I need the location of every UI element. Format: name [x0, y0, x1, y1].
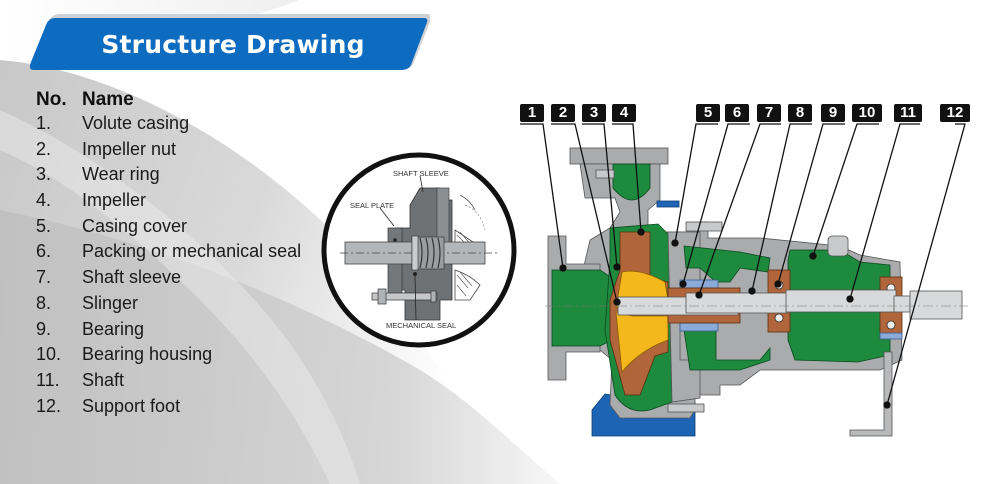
- legend-item-no: 7.: [36, 267, 52, 288]
- callout-tag-12: 12: [940, 104, 970, 122]
- legend-item: 3. Wear ring: [36, 162, 301, 188]
- legend-item-name: Bearing: [82, 318, 145, 339]
- legend-item: 12. Support foot: [36, 394, 301, 420]
- parts-legend: No. Name 1.Volute casing 2.Impeller nut …: [36, 89, 301, 419]
- legend-item-no: 2.: [36, 138, 52, 159]
- legend-item: 1. Volute casing: [36, 111, 301, 137]
- banner-shape: [30, 14, 430, 70]
- callout-tag-1: 1: [520, 104, 544, 122]
- legend-item-no: 10.: [36, 344, 62, 365]
- legend-item-no: 1.: [36, 113, 52, 133]
- legend-item: 11. Shaft: [36, 368, 301, 394]
- callout-tag-9: 9: [821, 104, 845, 122]
- legend-col-name: Name: [82, 89, 134, 110]
- page-title: Structure Drawing: [101, 29, 365, 59]
- legend-item: 2. Impeller nut: [36, 137, 301, 163]
- legend-item: 5. Casing cover: [36, 214, 301, 240]
- callout-tag-10: 10: [852, 104, 882, 122]
- legend-item-name: Packing or mechanical seal: [82, 241, 302, 262]
- callout-tag-3: 3: [582, 104, 606, 122]
- inset-label-shaft-sleeve: SHAFT SLEEVE: [393, 169, 449, 178]
- legend-item-name: Volute casing: [82, 113, 190, 133]
- callout-tag-4: 4: [612, 104, 636, 122]
- legend-item-no: 4.: [36, 190, 52, 211]
- legend-item-name: Wear ring: [82, 164, 160, 185]
- legend-item-name: Support foot: [82, 395, 181, 416]
- legend-item-name: Casing cover: [82, 215, 188, 236]
- legend-item-no: 9.: [36, 318, 52, 339]
- callout-tag-7: 7: [757, 104, 781, 122]
- callout-tag-6: 6: [725, 104, 749, 122]
- legend-item-no: 6.: [36, 241, 52, 262]
- legend-item-no: 11.: [36, 369, 60, 390]
- legend-item: 6. Packing or mechanical seal: [36, 239, 301, 265]
- legend-item-no: 3.: [36, 164, 52, 185]
- legend-item-name: Impeller nut: [82, 138, 177, 159]
- legend-item-name: Shaft sleeve: [82, 267, 182, 288]
- inset-label-mechanical-seal: MECHANICAL SEAL: [386, 321, 456, 330]
- legend-item-no: 5.: [36, 215, 52, 236]
- legend-item-name: Impeller: [82, 190, 147, 211]
- pump-body: [545, 147, 968, 437]
- callout-tag-2: 2: [551, 104, 575, 122]
- legend-item: 10. Bearing housing: [36, 342, 301, 368]
- inset-label-seal-plate: SEAL PLATE: [350, 201, 394, 210]
- callout-tag-11: 11: [894, 104, 922, 122]
- legend-item-name: Slinger: [82, 292, 139, 313]
- legend-col-no: No.: [36, 89, 67, 110]
- legend-item-no: 12.: [36, 395, 62, 416]
- callout-tag-8: 8: [788, 104, 812, 122]
- mechanical-seal-detail-inset: SHAFT SLEEVE SEAL PLATE MECHANICAL SEAL: [321, 152, 517, 348]
- legend-item-name: Bearing housing: [82, 344, 213, 365]
- callout-leaders: [520, 123, 966, 409]
- legend-item-no: 8.: [36, 292, 52, 313]
- legend-item-name: Shaft: [82, 369, 125, 390]
- legend-item: 7. Shaft sleeve: [36, 265, 301, 291]
- callout-tag-5: 5: [696, 104, 720, 122]
- legend-header: No. Name: [36, 89, 301, 111]
- title-banner: Structure Drawing: [30, 12, 430, 70]
- legend-item: 4. Impeller: [36, 188, 301, 214]
- legend-item: 9. Bearing: [36, 317, 301, 343]
- legend-item: 8. Slinger: [36, 291, 301, 317]
